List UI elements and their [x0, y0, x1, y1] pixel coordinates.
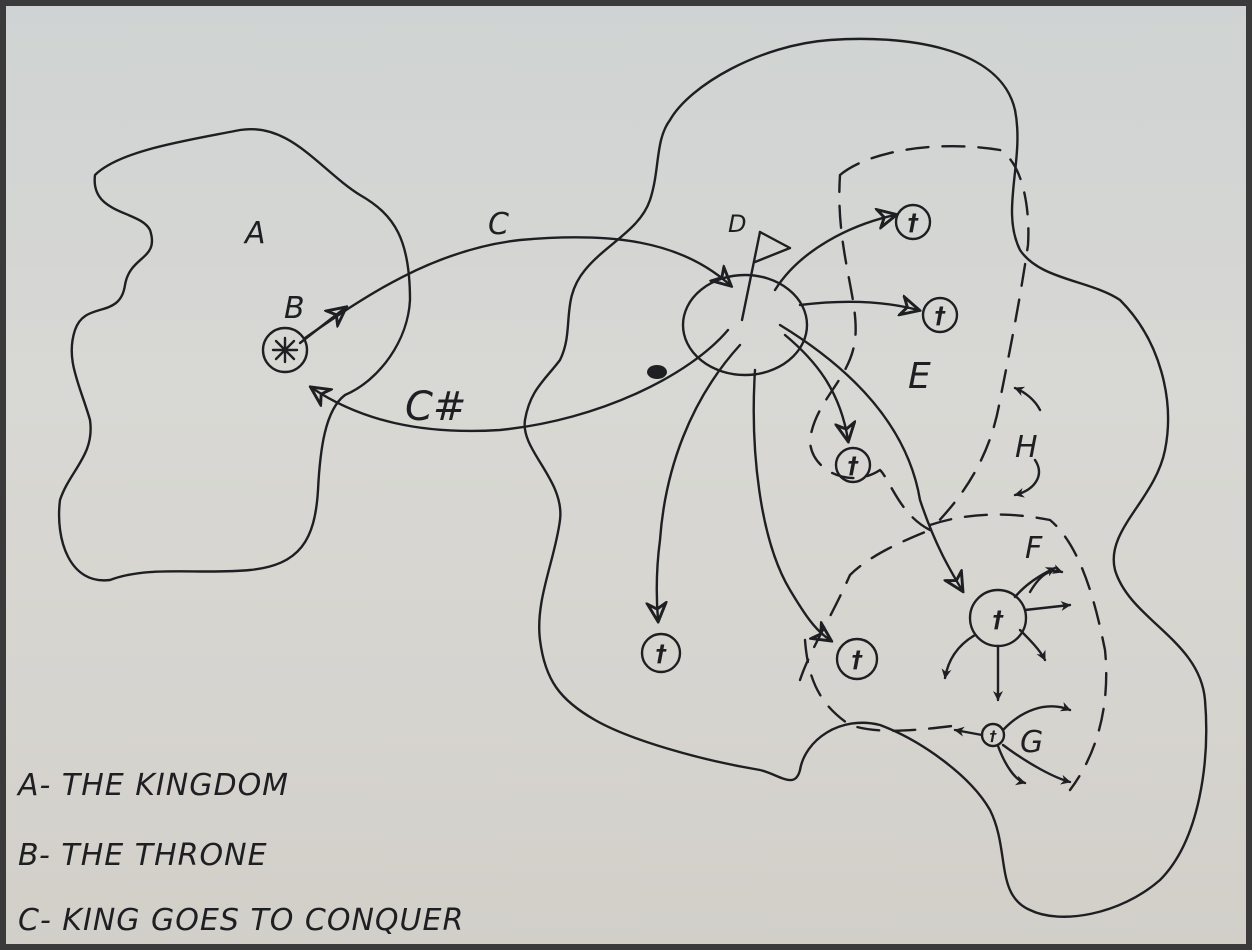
label-c: C — [488, 207, 509, 242]
g-arrow-3 — [1001, 743, 1072, 785]
return-route-arrow — [312, 328, 730, 433]
legend-item-b: B- THE THRONE — [18, 838, 268, 873]
region-f-boundary — [928, 513, 1108, 792]
conquer-route-arrow — [303, 236, 730, 340]
legend-item-c: C- KING GOES TO CONQUER — [18, 903, 464, 938]
hub-arrow-4 — [778, 323, 962, 590]
label-a: A — [243, 216, 266, 251]
place-g-circle: † — [980, 722, 1006, 748]
ink-blot — [647, 365, 667, 379]
h-arrow-up — [1013, 386, 1042, 412]
g-arrow-2 — [996, 744, 1027, 786]
throne-circle — [261, 326, 309, 374]
h-arrow-down — [1013, 458, 1041, 498]
label-e: E — [908, 356, 931, 397]
hub-arrow-6 — [752, 368, 830, 640]
hub-arrow-1 — [773, 215, 895, 292]
hub-arrow-2 — [798, 302, 918, 310]
svg-text:†: † — [935, 304, 947, 329]
label-b: B — [284, 291, 305, 326]
region-edge-lower — [803, 638, 962, 732]
conquered-place-3: † — [834, 446, 872, 484]
hub-arrow-3 — [783, 333, 848, 440]
svg-text:†: † — [848, 454, 860, 479]
hub-circle — [681, 273, 809, 377]
conquered-land-outline — [523, 37, 1208, 918]
hub-arrow-5 — [657, 343, 742, 620]
svg-text:†: † — [656, 642, 668, 667]
conquered-place-4: † — [640, 632, 682, 674]
label-c-sharp: C# — [405, 384, 466, 430]
conquered-place-5: † — [835, 637, 879, 681]
throne-star-icon — [271, 336, 299, 364]
conquered-place-2: † — [921, 296, 959, 334]
label-f: F — [1025, 531, 1043, 566]
label-h: H — [1015, 430, 1038, 465]
label-d: D — [728, 210, 746, 238]
region-g-boundary — [798, 528, 932, 682]
throne-return-arrowhead — [298, 308, 345, 345]
f-arrow-5 — [941, 633, 977, 680]
svg-text:†: † — [908, 211, 920, 236]
svg-text:†: † — [993, 608, 1005, 633]
g-arrow-1 — [1001, 702, 1072, 732]
f-arrow-1 — [1013, 566, 1057, 599]
g-arrow-4 — [953, 726, 984, 737]
f-arrow-6 — [1028, 564, 1064, 594]
place-f-circle: † — [968, 588, 1028, 648]
legend-item-a: A- THE KINGDOM — [16, 768, 289, 803]
region-e-boundary — [808, 145, 1030, 532]
svg-text:†: † — [990, 729, 998, 745]
flag-icon — [740, 230, 792, 322]
conquered-place-1: † — [894, 203, 932, 241]
svg-text:†: † — [852, 648, 864, 673]
kingdom-outline — [57, 127, 412, 582]
f-arrow-2 — [1023, 601, 1072, 612]
label-g: G — [1020, 725, 1043, 760]
f-arrow-3 — [1018, 628, 1047, 662]
